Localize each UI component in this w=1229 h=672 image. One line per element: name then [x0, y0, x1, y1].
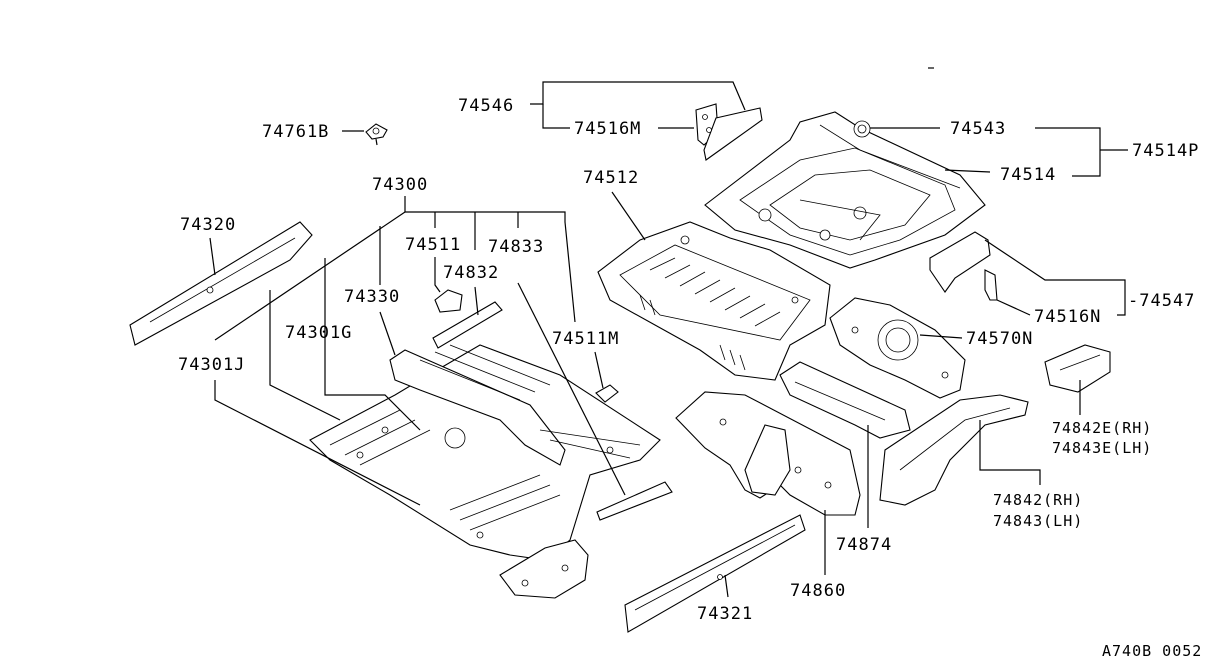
- label-74543: 74543: [950, 119, 1006, 139]
- part-74842-member: [879, 394, 1029, 506]
- part-74860-crossmember: [675, 391, 861, 516]
- label-74512: 74512: [583, 168, 639, 188]
- label-74514: 74514: [1000, 165, 1056, 185]
- label-74832: 74832: [443, 263, 499, 283]
- label-74514P: 74514P: [1132, 141, 1199, 161]
- part-74300-front-floor: [309, 344, 661, 561]
- part-74833-strip: [596, 481, 673, 521]
- label-74511M: 74511M: [552, 329, 619, 349]
- diagram-reference: A740B 0052: [1102, 642, 1202, 660]
- label-74516N: 74516N: [1034, 307, 1101, 327]
- label-74516M: 74516M: [574, 119, 641, 139]
- label-74570N: 74570N: [966, 329, 1033, 349]
- part-74512-center-floor: [597, 221, 831, 381]
- label-74546: 74546: [458, 96, 514, 116]
- part-74514-rear-floor: [704, 111, 986, 269]
- label-74843: 74843(LH): [993, 512, 1083, 530]
- part-labels: 74761B 74546 74516M 74543 74514P 74514 7…: [178, 96, 1202, 660]
- part-74321-sill: [624, 514, 806, 633]
- label-74761B: 74761B: [262, 122, 329, 142]
- label-74330: 74330: [344, 287, 400, 307]
- part-74832-strip: [432, 301, 503, 349]
- part-74320-sill: [129, 221, 313, 346]
- label-74301J: 74301J: [178, 355, 245, 375]
- label-74320: 74320: [180, 215, 236, 235]
- part-74761B-clip: [365, 123, 388, 146]
- label-74547: -74547: [1128, 291, 1195, 311]
- label-74833: 74833: [488, 237, 544, 257]
- part-74874-member: [779, 361, 911, 439]
- part-floor-bracket: [499, 539, 589, 599]
- label-74842: 74842(RH): [993, 491, 1083, 509]
- label-74300: 74300: [372, 175, 428, 195]
- part-74547-bracket: [929, 231, 998, 301]
- part-74511M-bracket: [595, 384, 619, 403]
- label-74860: 74860: [790, 581, 846, 601]
- label-74843E: 74843E(LH): [1052, 439, 1152, 457]
- label-74301G: 74301G: [285, 323, 352, 343]
- part-74511-bracket: [434, 289, 463, 313]
- label-74874: 74874: [836, 535, 892, 555]
- label-74321: 74321: [697, 604, 753, 624]
- label-74842E: 74842E(RH): [1052, 419, 1152, 437]
- part-74516M-bracket: [695, 103, 763, 161]
- part-74570N-crossmember: [829, 297, 966, 399]
- leader-lines: [209, 67, 1128, 598]
- part-74842E-member: [1044, 344, 1111, 393]
- label-74511: 74511: [405, 235, 461, 255]
